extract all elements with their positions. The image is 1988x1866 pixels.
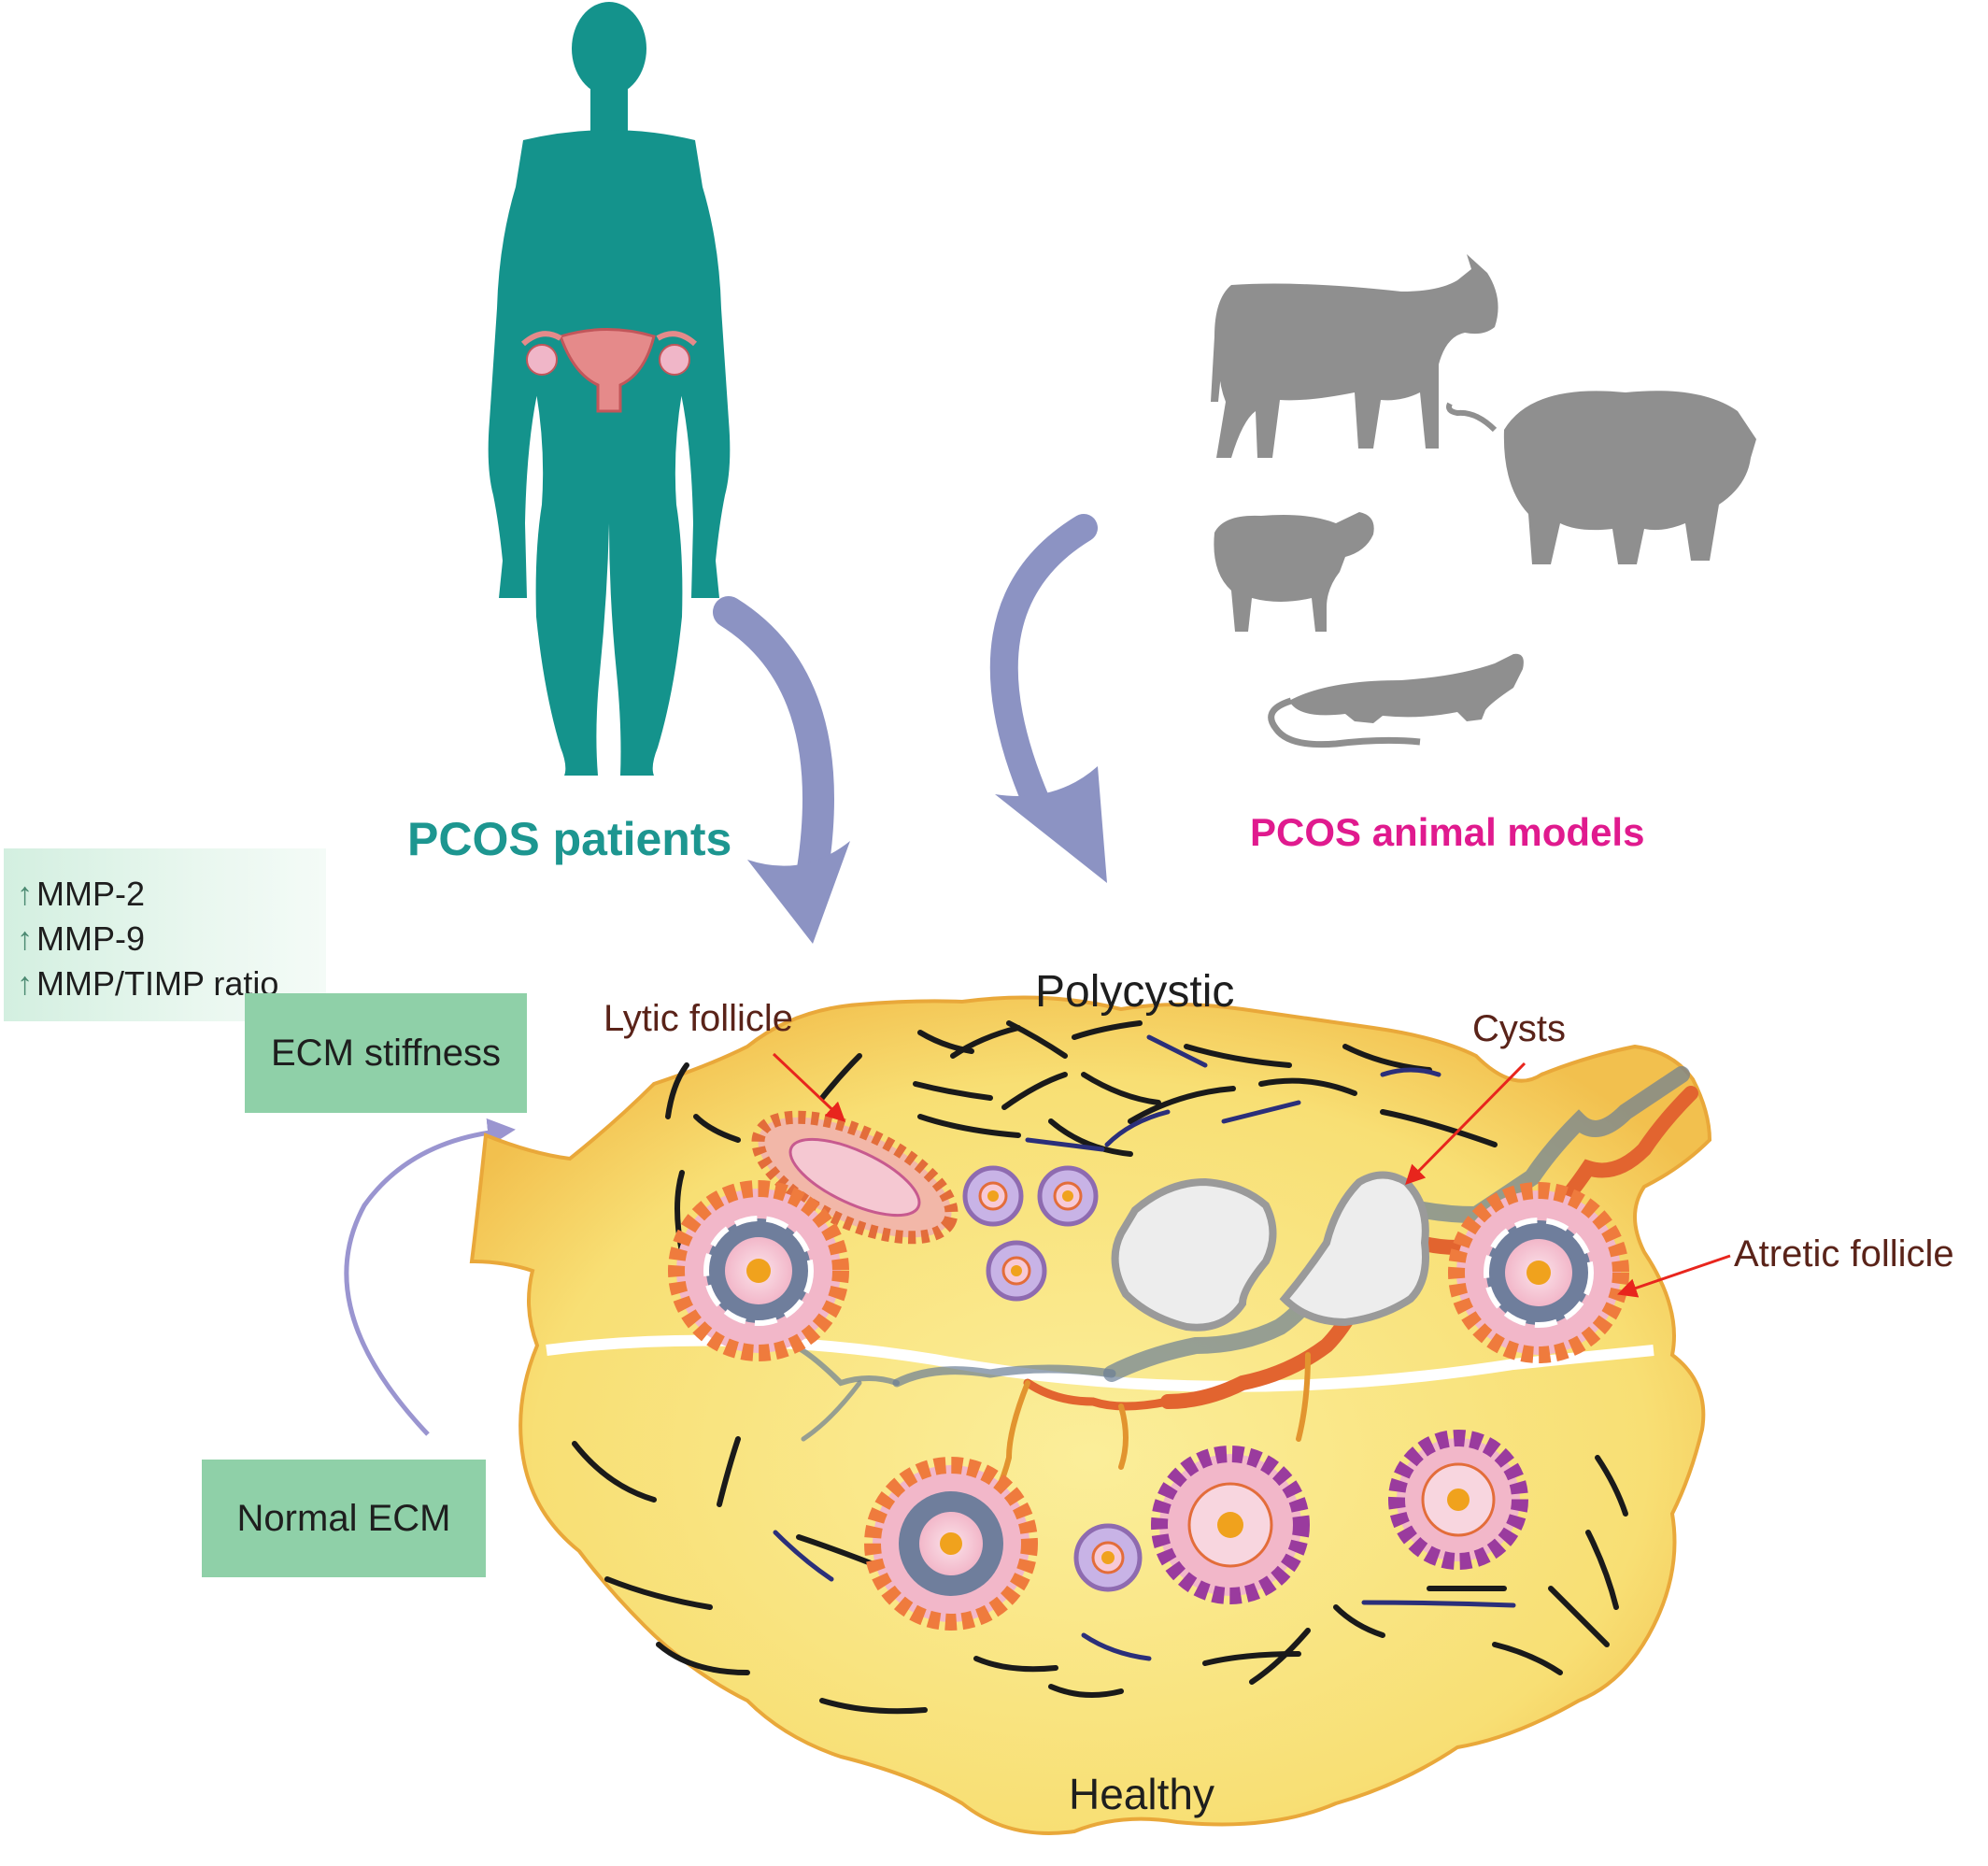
normal-ecm-box: Normal ECM [202, 1460, 486, 1577]
marker-text: MMP/TIMP ratio [36, 964, 279, 1003]
pointer-arrows [772, 1052, 1731, 1298]
atretic-follicle-left [668, 1180, 849, 1361]
ecm-fibers [572, 1020, 1628, 1715]
lytic-follicle [751, 1110, 958, 1245]
human-silhouette-icon [488, 2, 731, 776]
marker-row: ↑ MMP-2 [17, 875, 145, 914]
marker-row: ↑ MMP/TIMP ratio [17, 964, 278, 1004]
small-follicles [962, 1165, 1143, 1592]
up-arrow-icon: ↑ [17, 876, 33, 912]
pig-icon [1503, 391, 1756, 564]
cysts [1111, 1171, 1429, 1332]
arrow-ecm [344, 1118, 516, 1436]
up-arrow-icon: ↑ [17, 920, 33, 957]
cow-icon [1211, 254, 1498, 458]
healthy-follicle-3 [1388, 1430, 1528, 1570]
label-lytic-follicle: Lytic follicle [604, 998, 794, 1039]
arrow-animals-to-ovary [989, 514, 1098, 818]
atretic-follicle-right [1448, 1182, 1629, 1363]
healthy-follicle-2 [1151, 1446, 1310, 1604]
arrow-animals-head [995, 766, 1107, 883]
label-polycystic: Polycystic [1035, 967, 1235, 1017]
marker-text: MMP-9 [36, 919, 145, 958]
ovary [469, 995, 1712, 1835]
marker-row: ↑ MMP-9 [17, 919, 145, 959]
up-arrow-icon: ↑ [17, 965, 33, 1002]
uterus-icon [520, 328, 698, 413]
sheep-icon [1214, 512, 1374, 632]
arrow-patients-head [747, 841, 850, 944]
rat-icon [1289, 653, 1524, 723]
marker-text: MMP-2 [36, 875, 145, 913]
ecm-fibers-blue [773, 1034, 1516, 1661]
label-cysts: Cysts [1472, 1008, 1566, 1049]
healthy-follicle-1 [864, 1457, 1038, 1631]
mmp-marker-box: ↑ MMP-2 ↑ MMP-9 ↑ MMP/TIMP ratio [4, 848, 326, 1021]
pig-tail [1446, 402, 1498, 433]
label-healthy: Healthy [1069, 1770, 1214, 1818]
arrow-patients-to-ovary [713, 596, 834, 913]
ecm-stiffness-box: ECM stiffness [245, 993, 527, 1113]
animals-group [1211, 254, 1756, 748]
label-pcos-patients: PCOS patients [407, 813, 732, 865]
label-pcos-animal-models: PCOS animal models [1250, 810, 1645, 854]
label-atretic-follicle: Atretic follicle [1734, 1233, 1954, 1275]
